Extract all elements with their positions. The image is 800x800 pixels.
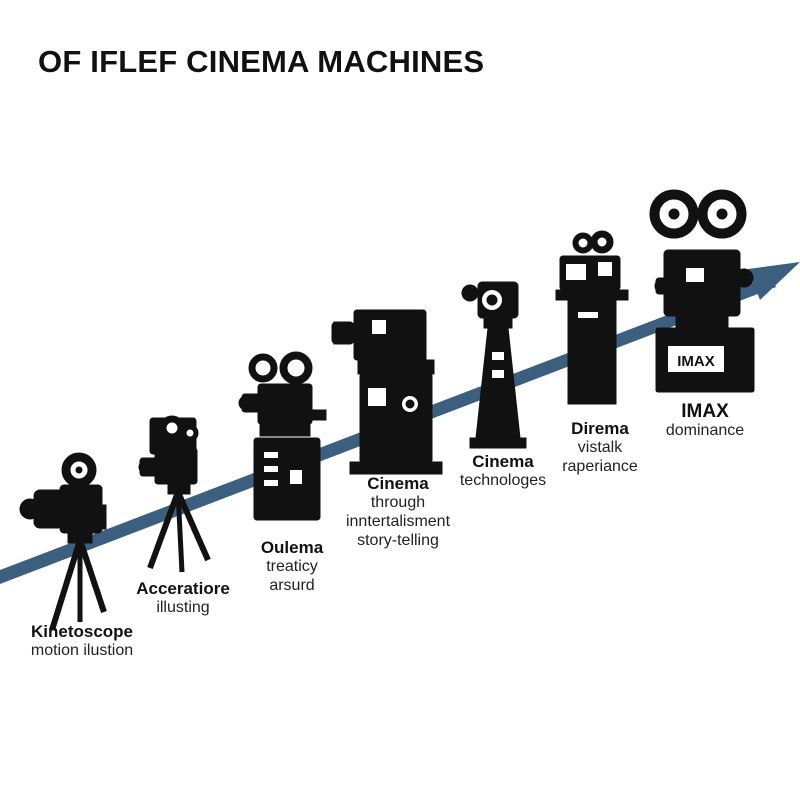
stage-name: Direma [571,419,629,438]
arrow-head [748,262,800,300]
stage-name: IMAX [681,401,729,422]
stage-label-oulema: Oulema treaticy arsurd [240,538,344,595]
stage-description: motion ilustion [30,642,134,659]
projector-cabinet-icon [238,351,327,521]
stage-description: technologes [459,472,547,489]
stage-name: Cinema [472,452,534,471]
stage-name: Oulema [260,538,324,557]
stage-label-acceratiore: Acceratiore illusting [118,579,248,617]
imax-projector-icon [649,189,755,393]
page-title: OF IFLEF CINEMA MACHINES [38,44,485,79]
stage-description: through [370,494,426,511]
stage-description: vistalk [577,439,623,456]
stage-name: Cinema [367,474,429,493]
projector-tower-icon [331,309,443,475]
stage-description: raperiance [562,458,638,475]
camera-pedestal-icon [461,281,527,449]
camera-tripod-icon [138,415,211,573]
stage-label-imax: IMAX dominance [650,402,760,440]
stage-label-cinema-technologies: Cinema technologes [444,452,562,490]
stage-name: Acceratiore [136,579,230,598]
stage-name: Kinetoscope [30,622,134,641]
stage-description: treaticy [266,558,318,575]
stage-description: dominance [665,422,745,439]
imax-badge: IMAX [677,353,715,370]
camera-tripod-icon [19,452,107,631]
stage-description: inntertalisment [345,513,451,530]
projector-pillar-icon [555,230,629,405]
stage-label-direma: Direma vistalk raperiance [552,419,648,476]
stage-description: story-telling [357,532,439,549]
stage-label-cinema-storytelling: Cinema through inntertalisment story-tel… [330,474,466,550]
stage-label-kinetoscope: Kinetoscope motion ilustion [10,622,154,660]
stage-description: illusting [156,599,210,616]
stage-description: arsurd [269,577,315,594]
